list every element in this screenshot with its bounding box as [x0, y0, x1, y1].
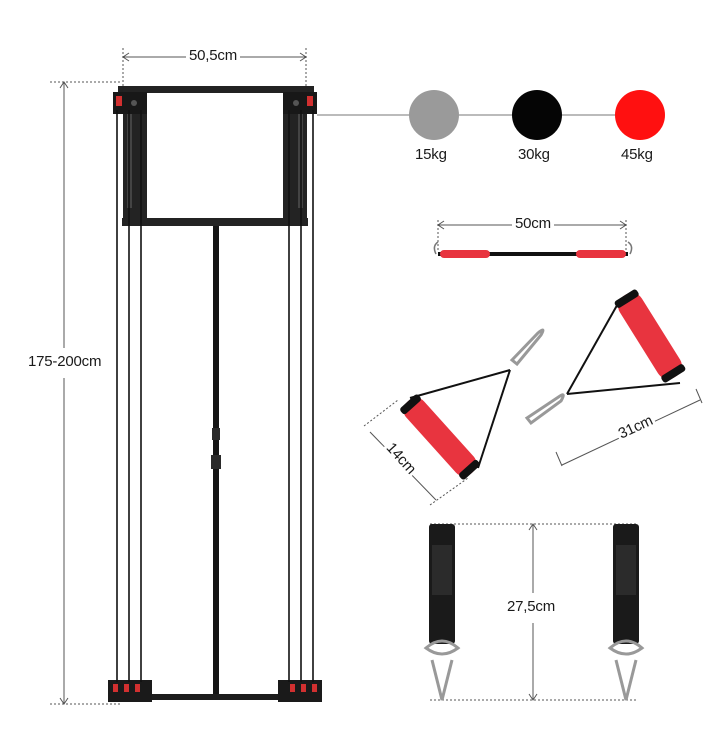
frame-height-label: 175-200cm [28, 353, 102, 370]
band-chip-45kg [615, 90, 665, 140]
frame-width-label: 50,5cm [186, 47, 240, 64]
bar-length-label: 50cm [512, 215, 554, 232]
band-chip-15kg [409, 90, 459, 140]
ankle-straps [423, 523, 645, 701]
band-label-30kg: 30kg [518, 146, 550, 163]
handle-large [524, 289, 703, 467]
band-chip-30kg [512, 90, 562, 140]
door-frame [108, 86, 322, 702]
frame-cables [116, 110, 314, 682]
band-label-15kg: 15kg [415, 146, 447, 163]
band-label-45kg: 45kg [621, 146, 653, 163]
handle-small [363, 328, 545, 506]
strap-length-label: 27,5cm [507, 598, 555, 615]
band-chips [409, 90, 665, 140]
